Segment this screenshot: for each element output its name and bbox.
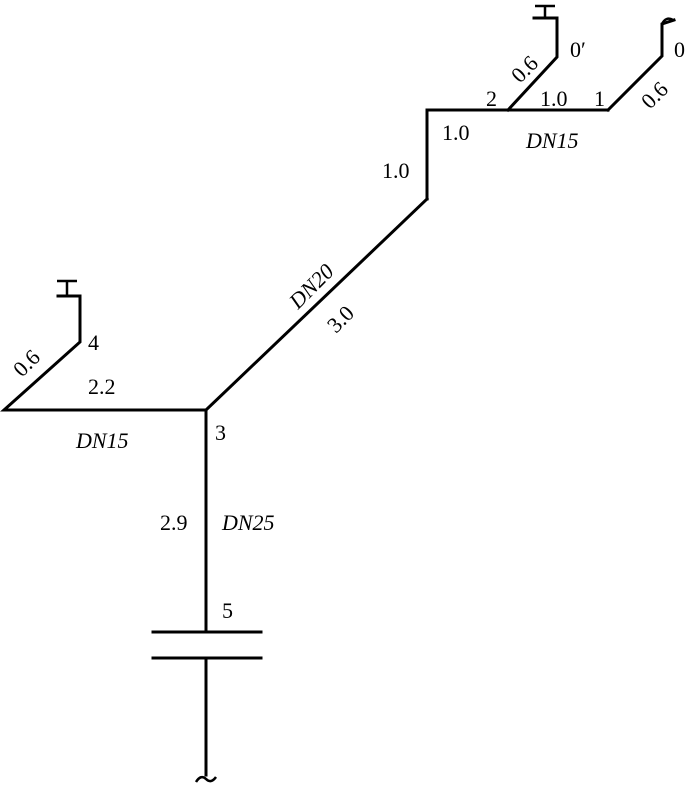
faucet-icon [57, 279, 77, 296]
length-riser-lower: 1.0 [382, 158, 410, 183]
diameter-diagonal: DN20 [283, 259, 339, 315]
node-label-3: 3 [215, 420, 226, 445]
riser-and-upper-branch [425, 108, 610, 201]
length-1-2: 1.0 [540, 86, 568, 111]
node-label-4: 4 [88, 330, 99, 355]
length-3-4: 2.2 [88, 374, 116, 399]
node-label-5: 5 [222, 598, 233, 623]
diameter-left-branch: DN15 [75, 428, 129, 453]
node-label-0p: 0′ [570, 37, 586, 62]
shower-hook-icon [660, 17, 674, 25]
branch-to-fixture-0 [605, 18, 676, 113]
node-label-1: 1 [594, 86, 605, 111]
node-label-0: 0 [674, 37, 685, 62]
length-3-5: 2.9 [160, 510, 188, 535]
length-4-fixture: 0.6 [8, 344, 45, 381]
diagonal-pipe [203, 196, 430, 413]
length-riser-upper: 1.0 [442, 120, 470, 145]
diameter-upper-branch: DN15 [525, 128, 579, 153]
diameter-main: DN25 [221, 510, 275, 535]
flange-icon [151, 630, 263, 660]
length-0p-2: 0.6 [506, 50, 543, 87]
left-branch-pipe [0, 294, 208, 412]
node-label-2: 2 [486, 86, 497, 111]
break-mark-icon [194, 775, 218, 783]
length-0-1: 0.6 [636, 76, 673, 113]
length-diagonal: 3.0 [322, 300, 359, 337]
faucet-icon [535, 4, 555, 18]
